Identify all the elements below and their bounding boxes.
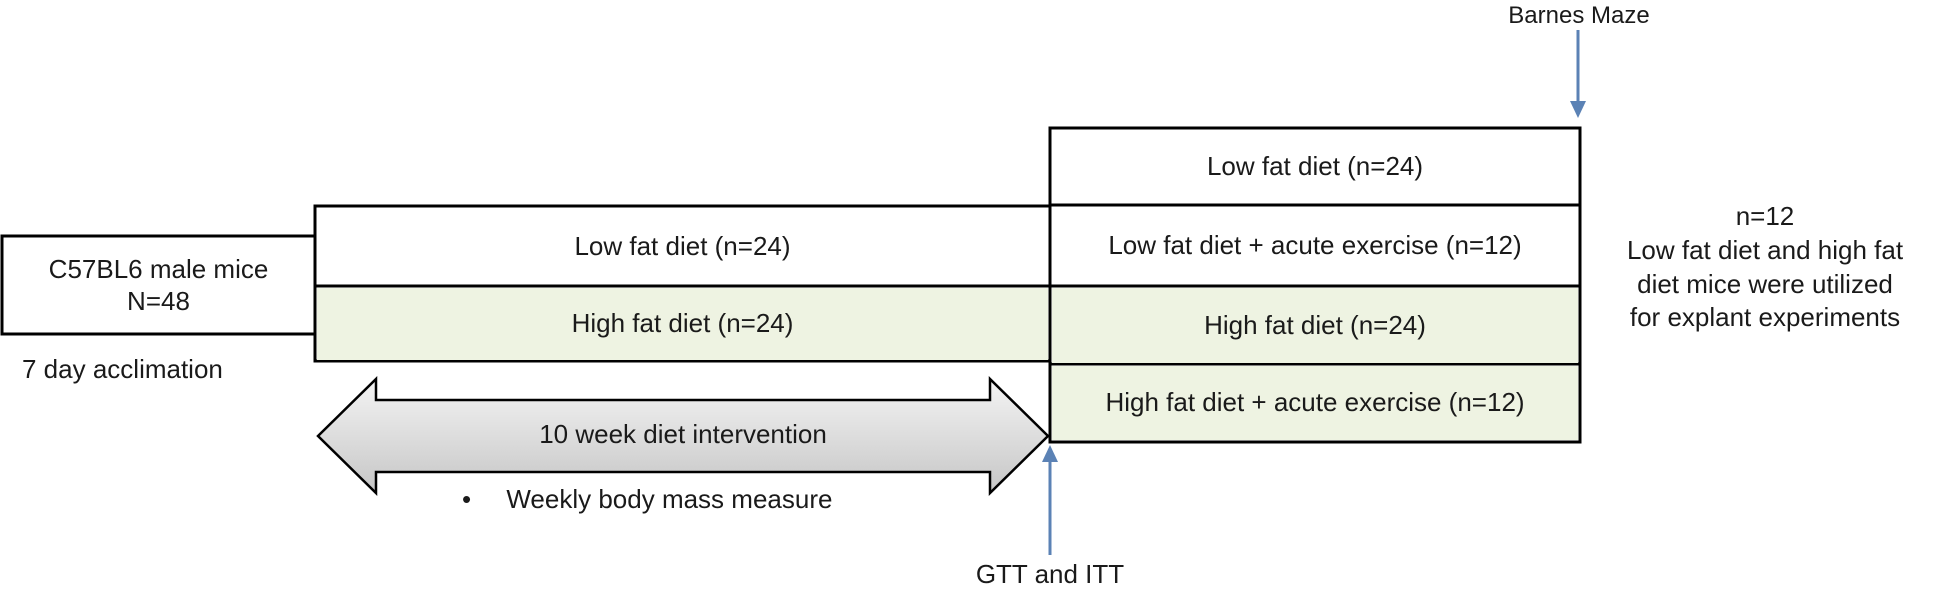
note-line4: for explant experiments [1629,302,1901,333]
gtt-itt-label: GTT and ITT [975,559,1125,589]
phase2-high-fat-exercise: High fat diet + acute exercise (n=12) [1052,366,1578,440]
note-line3: diet mice were utilized [1637,268,1893,299]
phase2-high-fat: High fat diet (n=24) [1052,288,1578,363]
note-line2: Low fat diet and high fat [1626,234,1904,265]
start-box: C57BL6 male mice N=48 [3,238,314,333]
barnes-maze-label: Barnes Maze [1508,2,1650,29]
phase1-high-fat: High fat diet (n=24) [317,288,1048,360]
barnes-maze-arrow [1570,30,1586,118]
start-line2: N=48 [127,285,190,316]
bullet-glyph: • [462,484,472,514]
diet-intervention-label: 10 week diet intervention [539,419,827,449]
phase2-low-fat: Low fat diet (n=24) [1206,151,1424,182]
acclimation-label: 7 day acclimation [22,354,223,384]
explant-note: n=12 Low fat diet and high fat diet mice… [1600,200,1930,335]
start-line1: C57BL6 male mice [48,254,269,285]
note-line1: n=12 [1735,201,1795,231]
phase1-low-fat: Low fat diet (n=24) [574,230,791,261]
phase2-low-fat-exercise: Low fat diet + acute exercise (n=12) [1108,230,1522,261]
diet-intervention-arrow [316,376,1050,496]
bullet-text: Weekly body mass measure [506,484,833,514]
gtt-itt-arrow [1042,445,1058,555]
bullet-point: • Weekly body mass measure [462,483,832,517]
